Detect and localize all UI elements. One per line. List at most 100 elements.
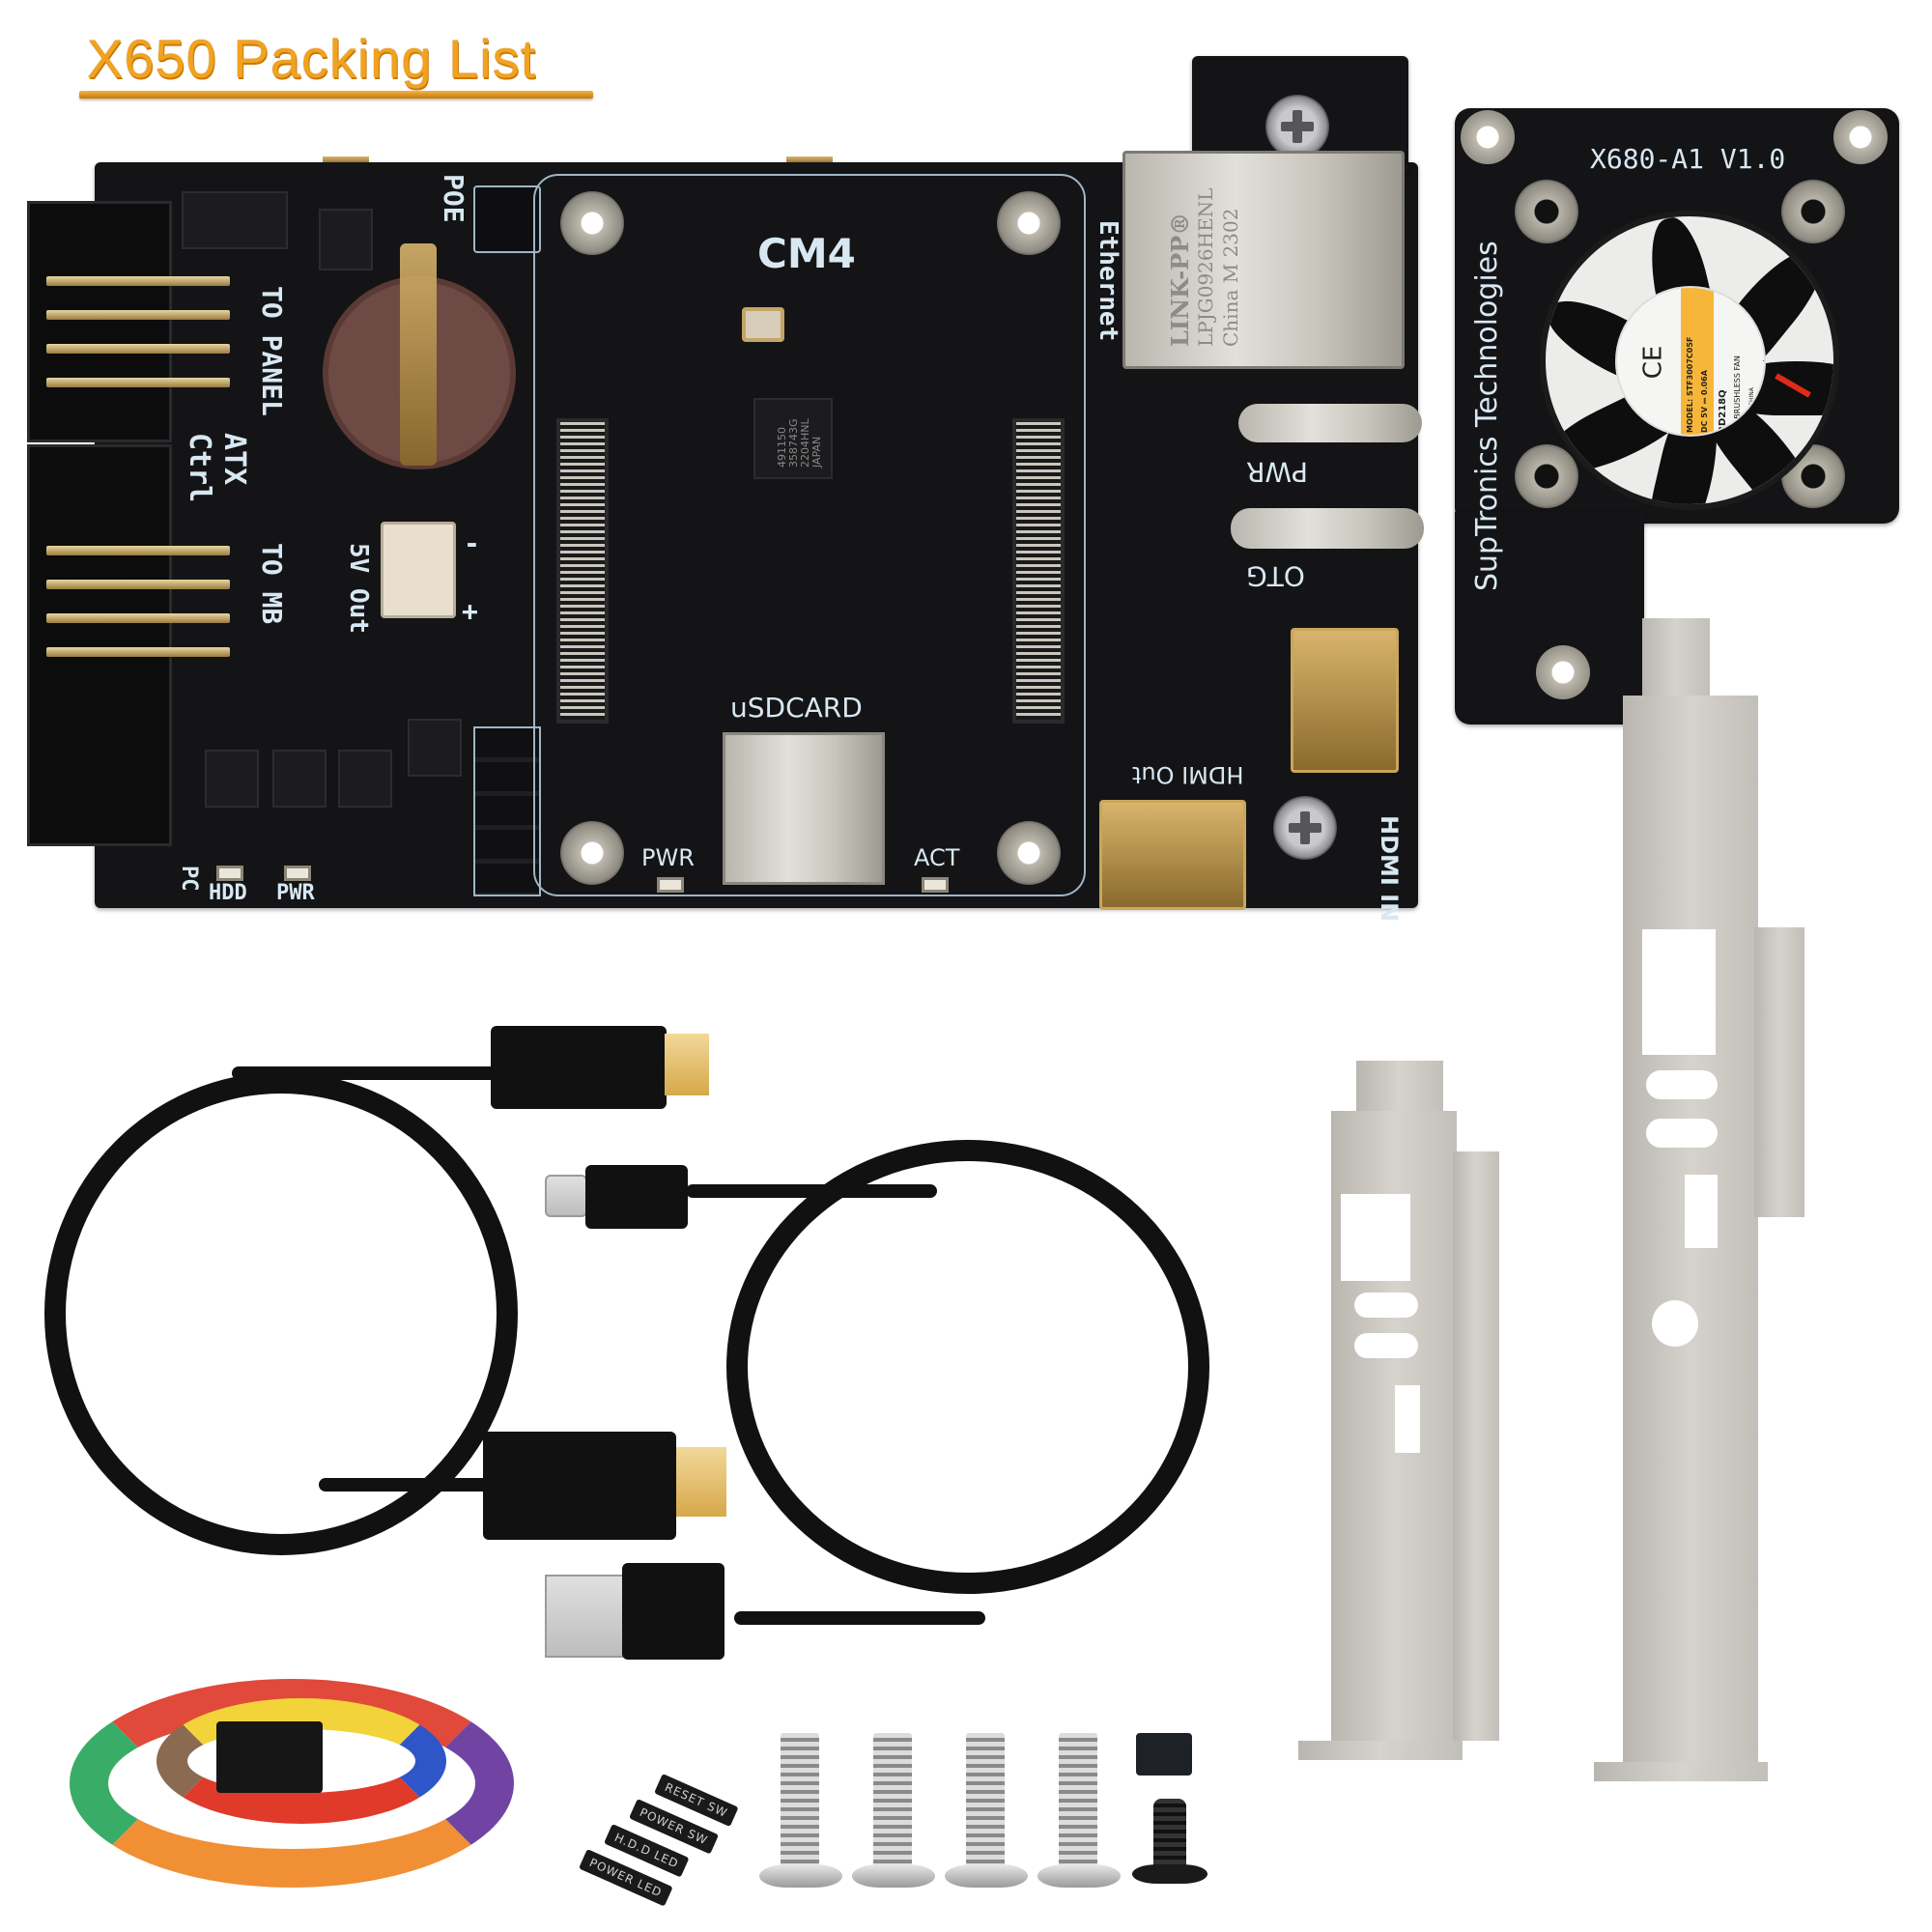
header-pin [46,276,230,286]
cm4-connector-left [556,418,609,724]
label-to-panel: TO PANEL [256,286,288,416]
bracket-cutout-slot [1354,1293,1418,1318]
fan-standoff [1461,110,1515,164]
silver-screw-head [945,1864,1028,1888]
hdmi-tip [676,1447,726,1517]
hdmi-out-port[interactable] [1099,800,1246,910]
ethernet-part: LPJG0926HENL [1194,187,1217,347]
title-underline [79,91,593,99]
chip-marking: 491150 358743G 2204HNL JAPAN [776,418,823,468]
crystal [742,307,784,342]
fan-standoff [1536,645,1590,699]
bracket-foot [1594,1762,1768,1781]
bracket-top-tab [1356,1061,1443,1119]
label-plus: + [462,595,478,627]
page-title: X650 Packing List [87,28,537,89]
ic-sop8 [319,209,373,270]
usb-c-plug [585,1165,688,1229]
standoff [560,821,624,885]
bracket-side-flange [1453,1151,1499,1741]
usb-c-pwr-port[interactable] [1238,404,1422,442]
ethernet-phy-chip: 491150 358743G 2204HNL JAPAN [753,398,833,479]
usb-c-otg-port[interactable] [1231,508,1424,549]
label-hdmi-out: HDMI Out [1132,761,1244,788]
optocoupler [408,719,462,777]
ce-mark: CE [1638,345,1668,380]
crystal-oscillator [182,191,288,249]
board-screw [1273,796,1337,860]
label-pwr-port: PWR [1246,456,1309,488]
header-pin [46,546,230,555]
label-pc: PC [177,866,201,892]
header-pin [46,613,230,623]
pin-header-2x5 [473,726,541,896]
silver-screw-head [759,1864,842,1888]
bracket-cutout-rect [1341,1194,1410,1281]
fan-model: MODEL: STF3007C05F [1686,336,1694,433]
usb-cable-run [686,1184,937,1198]
bracket-cutout-slot [1354,1333,1418,1358]
label-5v-out: 5V Out [344,543,373,634]
label-usdcard: uSDCARD [730,692,863,724]
fan-board-brand: SupTronics Technologies [1470,241,1504,591]
pcie-bracket-low-profile [1298,1061,1549,1806]
fan-label-text: MODEL: STF3007C05F DC 5V ⎓ 0.06A 3D218Q … [1683,336,1764,433]
bracket-cutout-slot [1646,1070,1718,1099]
fan-type: DC BRUSHLESS FAN [1733,355,1742,433]
header-to-mb [27,444,172,846]
dupont-connectors: RESET SW POWER SW H.D.D LED POWER LED [579,1774,802,1918]
5v-out-connector [381,522,456,618]
usb-a-tip [545,1575,624,1658]
label-ethernet: Ethernet [1094,220,1122,342]
rtc-contact [400,243,437,466]
black-screw [1153,1799,1186,1870]
tab-screw [1265,95,1329,158]
fan-hub-label: CE MODEL: STF3007C05F DC 5V ⎓ 0.06A 3D21… [1615,286,1766,437]
silver-screw [873,1733,912,1874]
header-pin [46,647,230,657]
bracket-cutout-round [1652,1300,1698,1347]
silver-screw-head [1037,1864,1121,1888]
header-to-panel [27,201,172,442]
micro-hdmi-plug [491,1026,667,1109]
chip-line: JAPAN [810,436,823,468]
label-otg-port: OTG [1246,560,1305,592]
micro-hdmi-tip [665,1034,709,1095]
hdmi-in-port[interactable] [1291,628,1399,773]
pcie-bracket-full-height [1594,618,1913,1816]
optocoupler [205,750,259,808]
fan-board-model: X680-A1 V1.0 [1590,143,1786,175]
ethernet-origin: China M 2302 [1219,208,1242,347]
ethernet-jack[interactable]: LINK-PP® LPJG0926HENL China M 2302 [1122,151,1405,369]
silver-screw [966,1733,1005,1874]
label-cm4: CM4 [757,230,856,277]
bracket-cutout-slot [1646,1119,1718,1148]
label-pwr-pc: PWR [276,881,315,905]
silver-screw [781,1733,819,1874]
bracket-cutout-rect [1642,929,1716,1055]
label-poe: POE [438,174,469,223]
main-board: POE TO PANEL ATX Ctrl TO MB 5V Out - + P… [27,56,1424,922]
led-pwr [657,877,684,893]
fan-batch: 3D218Q [1718,389,1728,433]
ethernet-brand: LINK-PP® [1166,212,1194,347]
label-hdmi-in: HDMI IN [1376,815,1403,923]
bracket-cutout-hdmi [1395,1385,1420,1453]
standoff [997,191,1061,255]
label-atx: ATX [217,433,251,486]
fan-made-in: MADE IN CHINA [1748,387,1755,433]
led-hdd [216,866,243,881]
usdcard-slot[interactable] [723,732,885,885]
top-connector-pins-left [323,156,369,164]
cm4-connector-right [1012,418,1065,724]
label-minus: - [464,527,480,559]
header-pin [46,310,230,320]
silver-screw-head [852,1864,935,1888]
hdmi-cable-run-lower [319,1478,512,1492]
bracket-top-tab [1642,618,1710,705]
hdmi-cable-run [232,1066,512,1080]
bracket-side-flange [1754,927,1804,1217]
ethernet-jack-marking: LINK-PP® LPJG0926HENL China M 2302 [1166,187,1243,347]
usb-cable-run-lower [734,1611,985,1625]
bracket-cutout-hdmi [1685,1175,1718,1248]
